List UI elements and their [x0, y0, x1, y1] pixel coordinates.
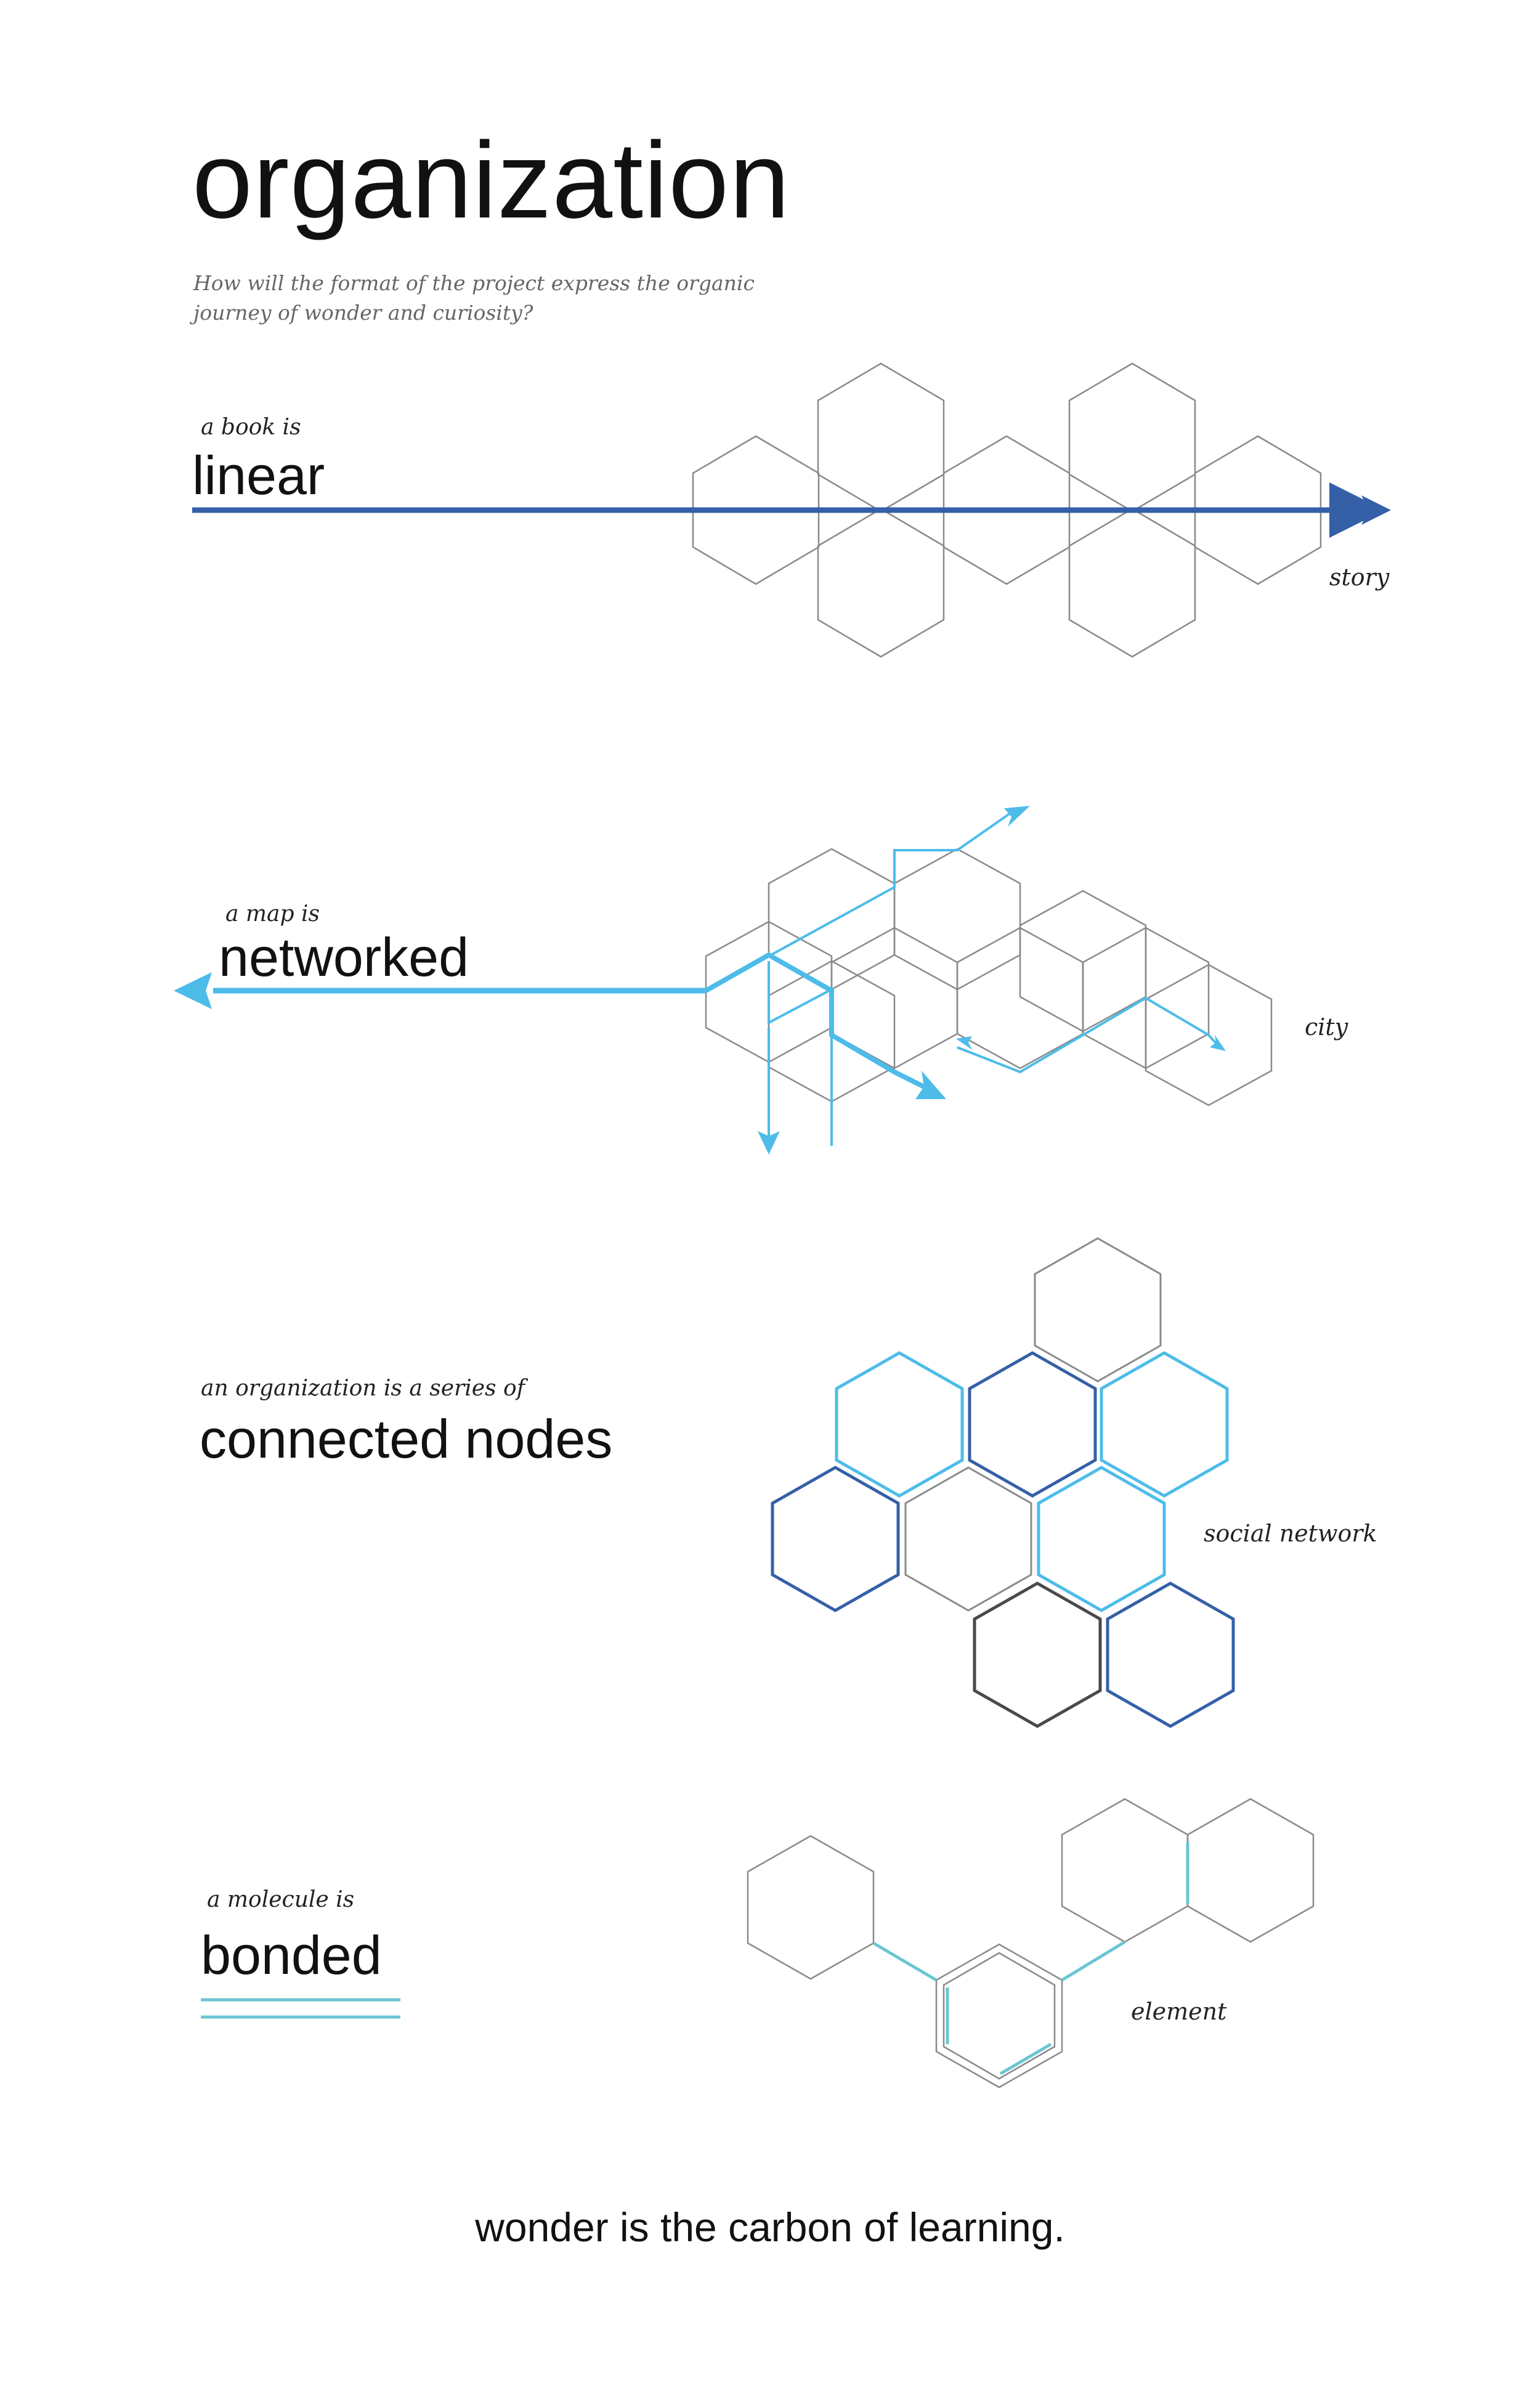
- city-label: city: [1305, 1013, 1348, 1041]
- node-dark-gray: [973, 1581, 1102, 1728]
- left-small-arrow-head: [956, 1036, 972, 1050]
- networked-bold-path: [705, 952, 925, 1089]
- up-arrow-head: [1004, 806, 1030, 827]
- story-hex-2: [817, 362, 945, 513]
- networked-intro: a map is: [225, 901, 320, 927]
- molecule-hex-center: [935, 1943, 1063, 2089]
- node-dark-1: [968, 1351, 1097, 1498]
- node-light-1: [835, 1351, 964, 1498]
- social-network-hexagons: [771, 1237, 1235, 1728]
- down-arrow-head: [758, 1131, 780, 1155]
- story-hex-5: [1068, 362, 1196, 513]
- bond-right: [1061, 1940, 1126, 1982]
- network-path-right: [957, 996, 1221, 1074]
- molecule-hex-top-1: [1061, 1798, 1189, 1943]
- node-dark-2: [771, 1466, 900, 1612]
- bond-inner-bottom: [999, 2042, 1052, 2076]
- molecule: [747, 1798, 1315, 2089]
- story-hex-3: [817, 508, 945, 658]
- footer-tagline: wonder is the carbon of learning.: [475, 2204, 1065, 2250]
- node-dark-3: [1106, 1581, 1235, 1728]
- network-path-up: [768, 812, 1011, 957]
- connected-keyword: connected nodes: [200, 1408, 613, 1469]
- molecule-hex-top-2: [1186, 1798, 1315, 1943]
- story-hex-7: [1194, 435, 1322, 585]
- page-title: organization: [192, 120, 790, 241]
- bonded-keyword: bonded: [201, 1925, 382, 1986]
- right-arrow-head: [1210, 1035, 1226, 1051]
- city-hexagons: [705, 848, 1273, 1106]
- linear-keyword: linear: [192, 445, 325, 506]
- element-label: element: [1131, 1998, 1227, 2025]
- molecule-bonds: [872, 1842, 1189, 2076]
- molecule-hex-center-inner: [942, 1952, 1056, 2080]
- node-gray: [904, 1466, 1032, 1612]
- node-light-2: [1100, 1351, 1229, 1498]
- linear-intro: a book is: [201, 415, 301, 440]
- node-top: [1034, 1237, 1162, 1382]
- network-path-mid: [768, 961, 833, 1146]
- linear-arrow-head: [1361, 495, 1391, 525]
- bond-left: [872, 1941, 938, 1982]
- networked-paths: [768, 812, 1221, 1152]
- guiding-question: How will the format of the project expre…: [193, 271, 755, 325]
- node-light-3: [1037, 1466, 1166, 1612]
- bold-path-arrow-head: [915, 1071, 946, 1099]
- networked-arrow-head: [174, 972, 212, 1009]
- story-label: story: [1329, 564, 1390, 591]
- bonded-intro: a molecule is: [207, 1887, 355, 1912]
- social-network-label: social network: [1204, 1520, 1377, 1547]
- connected-intro: an organization is a series of: [201, 1376, 525, 1401]
- molecule-hex-left: [747, 1835, 875, 1980]
- story-hex-6: [1068, 508, 1196, 658]
- bonded-underline: [201, 1998, 400, 2019]
- networked-keyword: networked: [219, 927, 469, 988]
